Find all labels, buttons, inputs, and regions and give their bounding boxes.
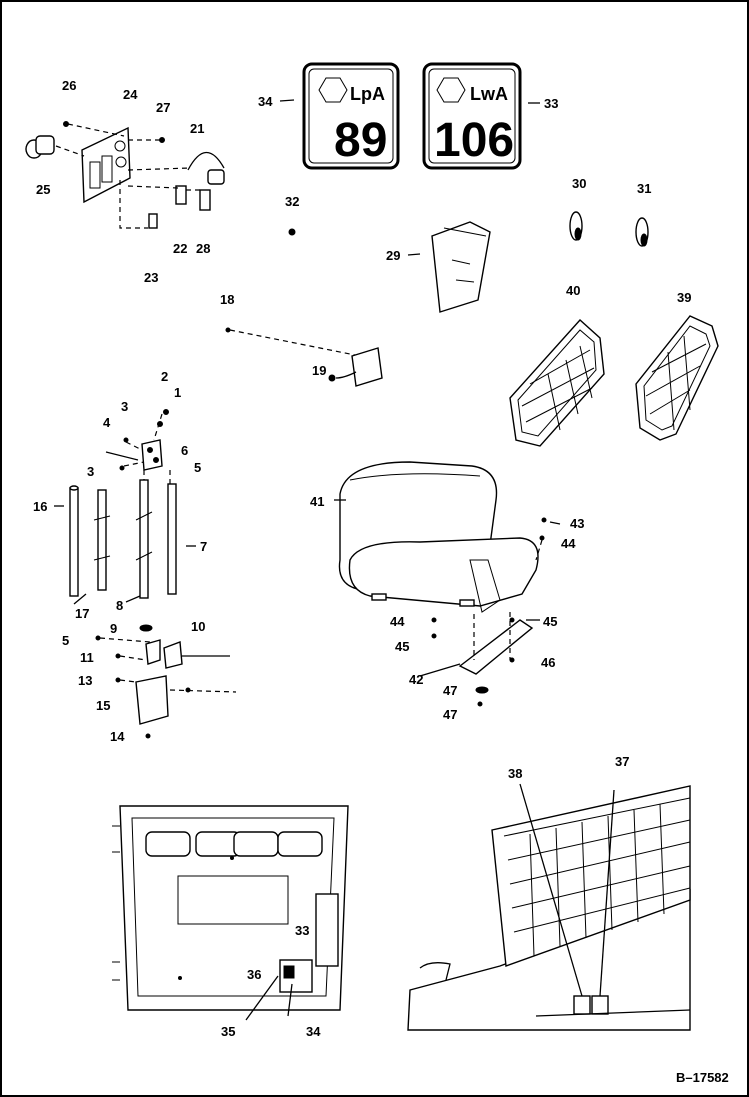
callout-10: 10 — [191, 619, 205, 634]
callout-29: 30 — [572, 176, 586, 191]
callout-31: 32 — [285, 194, 299, 209]
door-panel — [112, 805, 349, 1011]
knob-30 — [635, 217, 649, 247]
callout-45b: 45 — [395, 639, 409, 654]
seat-mount-plate — [419, 612, 534, 707]
sensor-19 — [225, 327, 383, 387]
callout-5a: 5 — [194, 460, 201, 475]
callout-20: 21 — [190, 121, 204, 136]
sign-lwa-label: LwA — [470, 84, 508, 104]
callout-48: 47 — [443, 683, 457, 698]
callout-44b: 44 — [390, 614, 405, 629]
callout-24: 25 — [36, 182, 50, 197]
callout-39: 38 — [508, 766, 522, 781]
callout-3a: 3 — [121, 399, 128, 414]
screen-41 — [509, 319, 605, 447]
callout-42: 41 — [310, 494, 324, 509]
callout-37: 36 — [247, 967, 261, 982]
callout-36: 35 — [221, 1024, 235, 1039]
knob-29 — [569, 211, 583, 241]
leader-lines — [54, 99, 561, 1021]
callout-13: 13 — [78, 673, 92, 688]
callout-2: 2 — [161, 369, 168, 384]
callout-43: 42 — [409, 672, 423, 687]
callout-4: 4 — [103, 415, 111, 430]
figure-id: B–17582 — [676, 1070, 729, 1085]
callout-1: 1 — [174, 385, 181, 400]
bracket-28 — [431, 221, 491, 313]
callout-14: 14 — [110, 729, 125, 744]
callout-47b: 47 — [443, 707, 457, 722]
callout-19: 19 — [312, 363, 326, 378]
callout-30: 31 — [637, 181, 651, 196]
switch-panel-assembly — [25, 121, 225, 229]
callout-18: 18 — [220, 292, 234, 307]
callout-22: 23 — [144, 270, 158, 285]
loader-illustration — [407, 783, 691, 1031]
callout-34: 33 — [295, 923, 309, 938]
callout-9: 9 — [110, 621, 117, 636]
screen-40 — [635, 315, 719, 441]
callouts: 26 24 27 21 25 22 28 23 34 33 30 31 32 2… — [33, 78, 729, 1085]
callout-41: 40 — [566, 283, 580, 298]
sign-lwa-value: 106 — [434, 114, 514, 167]
callout-26: 27 — [156, 100, 170, 115]
callout-32: 33 — [544, 96, 558, 111]
sign-lpa: LpA 89 — [302, 62, 400, 170]
callout-44a: 43 — [570, 516, 584, 531]
callout-38: 37 — [615, 754, 629, 769]
callout-6: 6 — [181, 443, 188, 458]
sign-lpa-label: LpA — [350, 84, 385, 104]
callout-11: 11 — [80, 650, 94, 665]
sign-lwa: LwA 106 — [422, 62, 522, 170]
callout-16: 16 — [33, 499, 47, 514]
callout-33: 34 — [258, 94, 273, 109]
callout-21: 22 — [173, 241, 187, 256]
rod-assembly — [69, 409, 237, 739]
callout-35: 34 — [306, 1024, 321, 1039]
callout-23: 24 — [123, 87, 138, 102]
callout-7: 7 — [200, 539, 207, 554]
screw-31 — [288, 228, 296, 236]
callout-45a: 44 — [561, 536, 576, 551]
callout-47a: 46 — [541, 655, 555, 670]
callout-17: 17 — [75, 606, 89, 621]
sign-lpa-value: 89 — [334, 114, 387, 167]
callout-27: 28 — [196, 241, 210, 256]
callout-46: 45 — [543, 614, 557, 629]
seat-assembly — [338, 461, 547, 613]
callout-25: 26 — [62, 78, 76, 93]
callout-8: 8 — [116, 598, 123, 613]
callout-15: 15 — [96, 698, 110, 713]
callout-5b: 5 — [62, 633, 69, 648]
callout-3b: 3 — [87, 464, 94, 479]
callout-28: 29 — [386, 248, 400, 263]
callout-40: 39 — [677, 290, 691, 305]
